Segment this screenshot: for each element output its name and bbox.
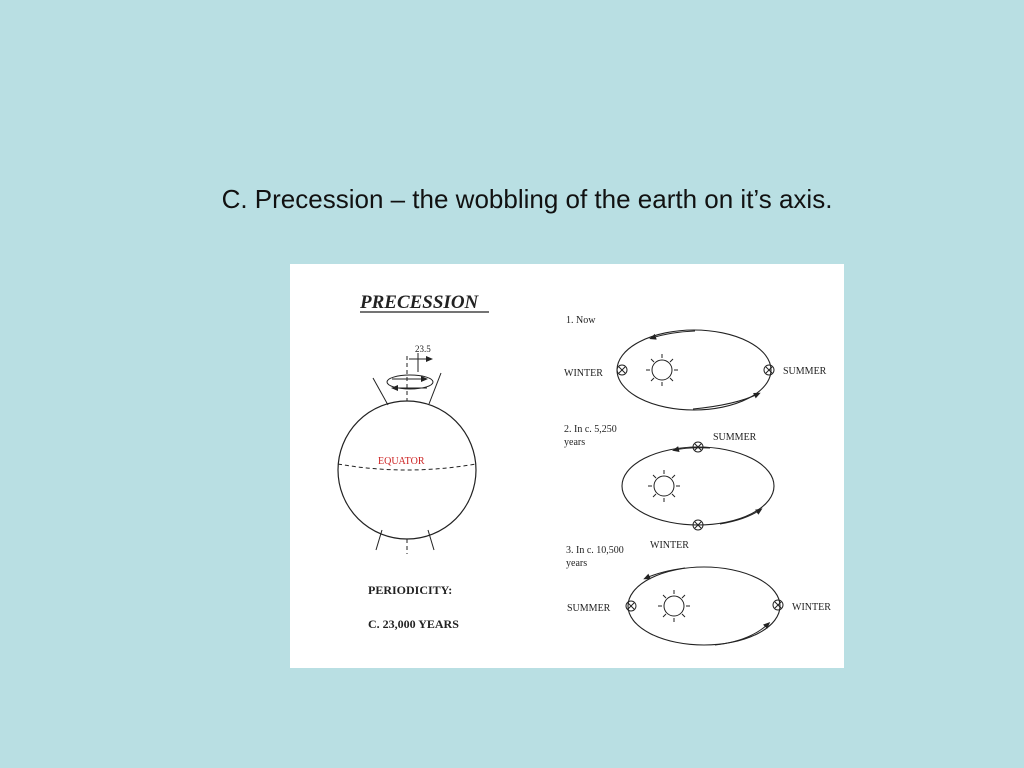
stage-1-summer-label: SUMMER xyxy=(783,366,827,377)
stage-3-label-line1: 3. In c. 10,500 xyxy=(566,545,624,556)
earth-position-icon xyxy=(625,600,637,612)
stage-1-winter-label: WINTER xyxy=(564,368,603,379)
stage-3-label-line2: years xyxy=(566,558,587,569)
stage-1-label: 1. Now xyxy=(566,315,596,326)
precession-figure: PRECESSION 23.5 EQUATOR PERIODICITY: C. … xyxy=(290,264,844,668)
sun-icon xyxy=(648,470,680,502)
periodicity-label: PERIODICITY: xyxy=(368,583,452,597)
earth-position-icon xyxy=(763,364,775,376)
stage-3-summer-label: SUMMER xyxy=(567,603,611,614)
earth-position-icon xyxy=(772,599,784,611)
sun-icon xyxy=(646,354,678,386)
stage-3: 3. In c. 10,500 years SUMMER WINTER xyxy=(566,545,831,646)
stage-2-label-line2: years xyxy=(564,437,585,448)
stage-2-winter-label: WINTER xyxy=(650,540,689,551)
equator-label: EQUATOR xyxy=(378,456,425,467)
stage-2-orbit xyxy=(621,446,775,526)
stage-2-label-line1: 2. In c. 5,250 xyxy=(564,424,617,435)
precession-diagram: PRECESSION 23.5 EQUATOR PERIODICITY: C. … xyxy=(337,292,831,646)
angle-label: 23.5 xyxy=(415,344,431,354)
stage-2-summer-label: SUMMER xyxy=(713,432,757,443)
earth-position-icon xyxy=(616,364,628,376)
stage-1-now: 1. Now WINTER SUMMER xyxy=(564,315,827,411)
stage-2: 2. In c. 5,250 years SUMMER WINTER xyxy=(564,424,775,551)
slide-title: C. Precession – the wobbling of the eart… xyxy=(221,184,833,214)
earth-position-icon xyxy=(692,441,704,453)
diagram-heading: PRECESSION xyxy=(359,292,480,313)
earth-position-icon xyxy=(692,519,704,531)
earth-globe xyxy=(337,353,477,554)
rotation-arrows xyxy=(386,356,434,391)
period-value: C. 23,000 YEARS xyxy=(368,617,459,631)
stage-3-orbit xyxy=(627,566,781,646)
sun-icon xyxy=(658,590,690,622)
stage-3-winter-label: WINTER xyxy=(792,602,831,613)
